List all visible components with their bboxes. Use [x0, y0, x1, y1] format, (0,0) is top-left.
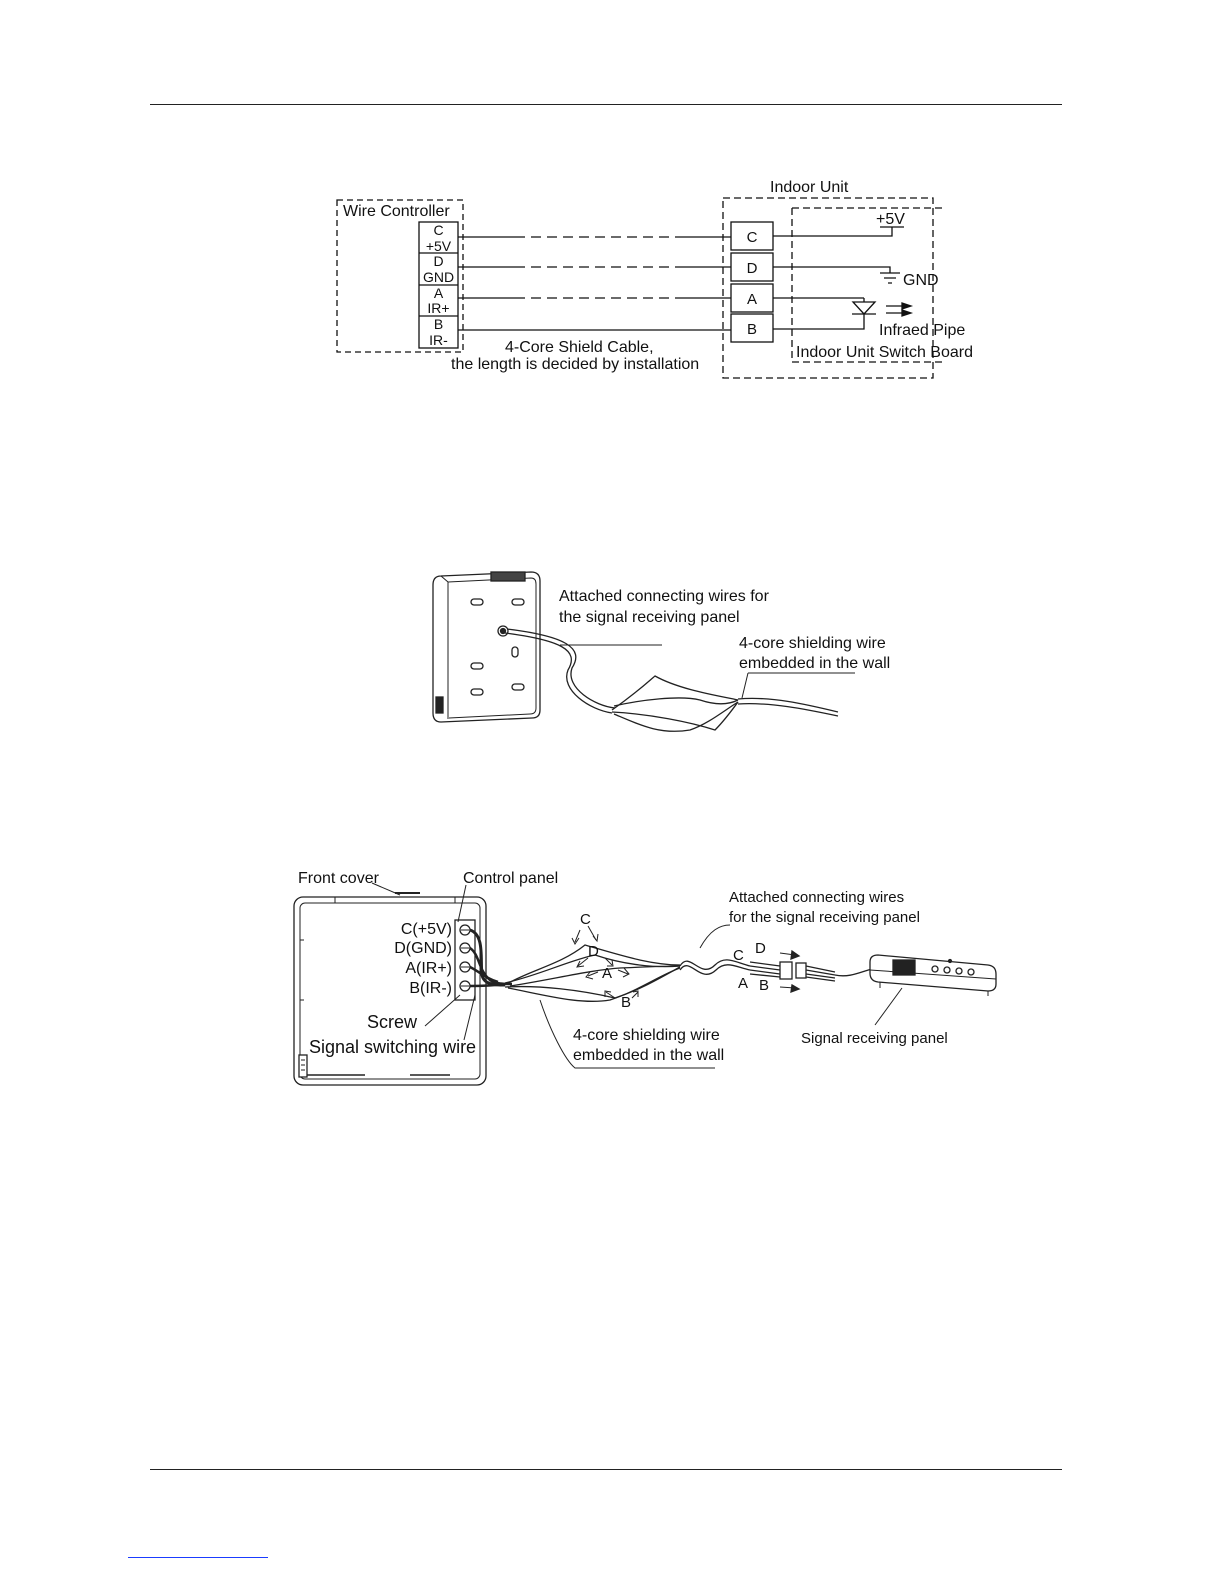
panel-back-face — [447, 577, 537, 719]
bundle-letter-b: B — [621, 994, 631, 1011]
switch-board-box — [791, 207, 943, 363]
ctrl-terminal-d-letter: D — [433, 253, 443, 269]
back-attached-label-line2: the signal receiving panel — [559, 609, 740, 626]
front-terminal-d-label: D(GND) — [394, 940, 452, 957]
indoor-terminal-c — [730, 221, 774, 251]
front-terminal-block — [454, 919, 476, 1001]
ctrl-terminal-c-signal: +5V — [426, 238, 452, 254]
indoor-terminal-a-label: A — [747, 291, 757, 308]
ctrl-terminal-c-letter: C — [433, 222, 443, 238]
ctrl-terminal-a-signal: IR+ — [427, 300, 449, 316]
wire-bundle — [611, 675, 739, 711]
signal-panel-label: Signal receiving panel — [801, 1030, 948, 1047]
indoor-terminal-b — [730, 313, 774, 343]
front-terminal-c-label: C(+5V) — [401, 921, 452, 938]
screw-label: Screw — [367, 1012, 418, 1032]
panel-back-body — [432, 571, 541, 723]
wiring-text: Indoor Unit Wire Controller C +5V D GND … — [343, 179, 973, 373]
indoor-unit-box — [722, 197, 934, 379]
signal-switching-wire-label: Signal switching wire — [309, 1037, 476, 1057]
front-terminal-a-label: A(IR+) — [405, 960, 452, 977]
bundle-letter-c: C — [580, 911, 591, 928]
back-attached-label-line1: Attached connecting wires for — [559, 588, 770, 605]
front-panel-body — [293, 896, 487, 1086]
panel-back-wire-hole — [497, 625, 509, 637]
panel-front-figure — [293, 882, 997, 1086]
front-wire-bundle — [504, 944, 681, 986]
front-attached-label-line2: for the signal receiving panel — [729, 909, 920, 926]
ctrl-terminal-a-letter: A — [434, 285, 444, 301]
front-attached-label-line1: Attached connecting wires — [729, 889, 904, 906]
ctrl-terminal-d-signal: GND — [423, 269, 454, 285]
panel-back-top-slot — [490, 571, 526, 582]
ctrl-terminal-b-letter: B — [434, 316, 443, 332]
gnd-wire — [773, 266, 900, 284]
plus5v-label: +5V — [876, 211, 905, 228]
wiring-diagram — [336, 197, 943, 379]
indoor-terminal-d-label: D — [747, 260, 758, 277]
front-attached-wire — [679, 959, 751, 970]
diode-icon — [851, 298, 877, 315]
connector-wires — [749, 961, 781, 978]
plus5v-wire — [773, 226, 904, 237]
connector-letter-c: C — [733, 947, 744, 964]
panel-front-text: Front cover Control panel C(+5V) D(GND) … — [298, 870, 948, 1064]
back-shield-label-line2: embedded in the wall — [739, 655, 890, 672]
connector-letter-a: A — [738, 975, 748, 992]
panel-back-text: Attached connecting wires for the signal… — [559, 588, 890, 672]
control-panel-label: Control panel — [463, 870, 558, 887]
infrared-label: Infraed Pipe — [879, 322, 965, 339]
cable-label-line2: the length is decided by installation — [451, 356, 699, 373]
front-cover-label: Front cover — [298, 870, 380, 887]
signal-panel-display — [892, 959, 916, 976]
panel-back-figure — [432, 571, 855, 732]
cable-label-line1: 4-Core Shield Cable, — [505, 339, 654, 356]
wire-controller-box — [336, 199, 464, 353]
shield-wire — [737, 697, 839, 713]
infrared-arrows-icon — [886, 302, 914, 317]
front-terminal-b-label: B(IR-) — [409, 980, 452, 997]
back-shield-label-line1: 4-core shielding wire — [739, 635, 886, 652]
bundle-letter-a: A — [602, 965, 612, 982]
header-rule — [150, 104, 1062, 105]
signal-receiving-panel — [869, 954, 997, 992]
connector-letter-d: D — [755, 940, 766, 957]
gnd-label: GND — [903, 272, 939, 289]
connector-letter-b: B — [759, 977, 769, 994]
indoor-unit-label: Indoor Unit — [770, 179, 849, 196]
ctrl-terminal-b-signal: IR- — [429, 332, 448, 348]
footer-rule — [150, 1469, 1062, 1470]
connector-plug — [779, 961, 793, 980]
front-shield-label-line2: embedded in the wall — [573, 1047, 724, 1064]
infrared-wire — [773, 297, 865, 330]
attached-wire — [504, 632, 613, 714]
footer-link-underline — [128, 1557, 268, 1558]
bundle-letter-d: D — [588, 943, 599, 960]
indoor-terminal-c-label: C — [747, 229, 758, 246]
switch-board-label: Indoor Unit Switch Board — [796, 344, 973, 361]
front-shield-label-line1: 4-core shielding wire — [573, 1027, 720, 1044]
wire-controller-label: Wire Controller — [343, 203, 450, 220]
indoor-terminal-b-label: B — [747, 321, 757, 338]
